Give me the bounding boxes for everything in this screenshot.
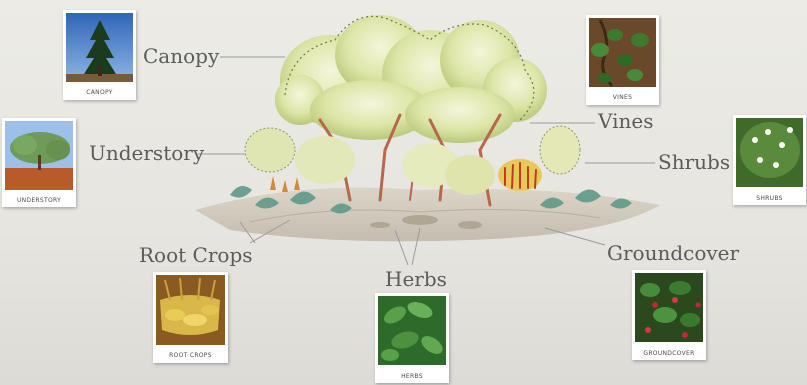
photo-card-understory: UNDERSTORY xyxy=(2,118,76,207)
understory-photo xyxy=(5,121,73,190)
root-crop-foliage xyxy=(270,176,300,192)
photo-card-canopy: CANOPY xyxy=(63,10,136,100)
groundcover-photo xyxy=(635,273,703,342)
shrubs-photo xyxy=(736,118,803,187)
label-understory: Understory xyxy=(89,141,205,165)
herbs-photo xyxy=(378,296,446,365)
caption-vines: VINES xyxy=(613,94,632,101)
shrub-flowers xyxy=(498,159,542,191)
photo-card-vines: VINES xyxy=(586,15,659,105)
canopy-foliage xyxy=(275,15,547,143)
caption-root-crops: ROOT CROPS xyxy=(169,352,212,359)
label-groundcover: Groundcover xyxy=(607,241,740,265)
photo-card-shrubs: SHRUBS xyxy=(733,115,806,205)
caption-understory: UNDERSTORY xyxy=(17,197,61,204)
caption-herbs: HERBS xyxy=(401,373,423,380)
label-shrubs: Shrubs xyxy=(658,150,730,174)
photo-card-groundcover: GROUNDCOVER xyxy=(632,270,706,360)
caption-shrubs: SHRUBS xyxy=(756,195,783,202)
vines-photo xyxy=(589,18,656,87)
caption-canopy: CANOPY xyxy=(86,89,112,96)
label-herbs: Herbs xyxy=(385,267,447,291)
photo-card-root-crops: ROOT CROPS xyxy=(153,272,228,363)
label-root-crops: Root Crops xyxy=(139,243,253,267)
label-canopy: Canopy xyxy=(143,44,220,68)
caption-groundcover: GROUNDCOVER xyxy=(643,350,694,357)
label-vines: Vines xyxy=(597,109,653,133)
root-crops-photo xyxy=(156,275,225,345)
canopy-photo xyxy=(66,13,133,82)
photo-card-herbs: HERBS xyxy=(375,293,449,383)
